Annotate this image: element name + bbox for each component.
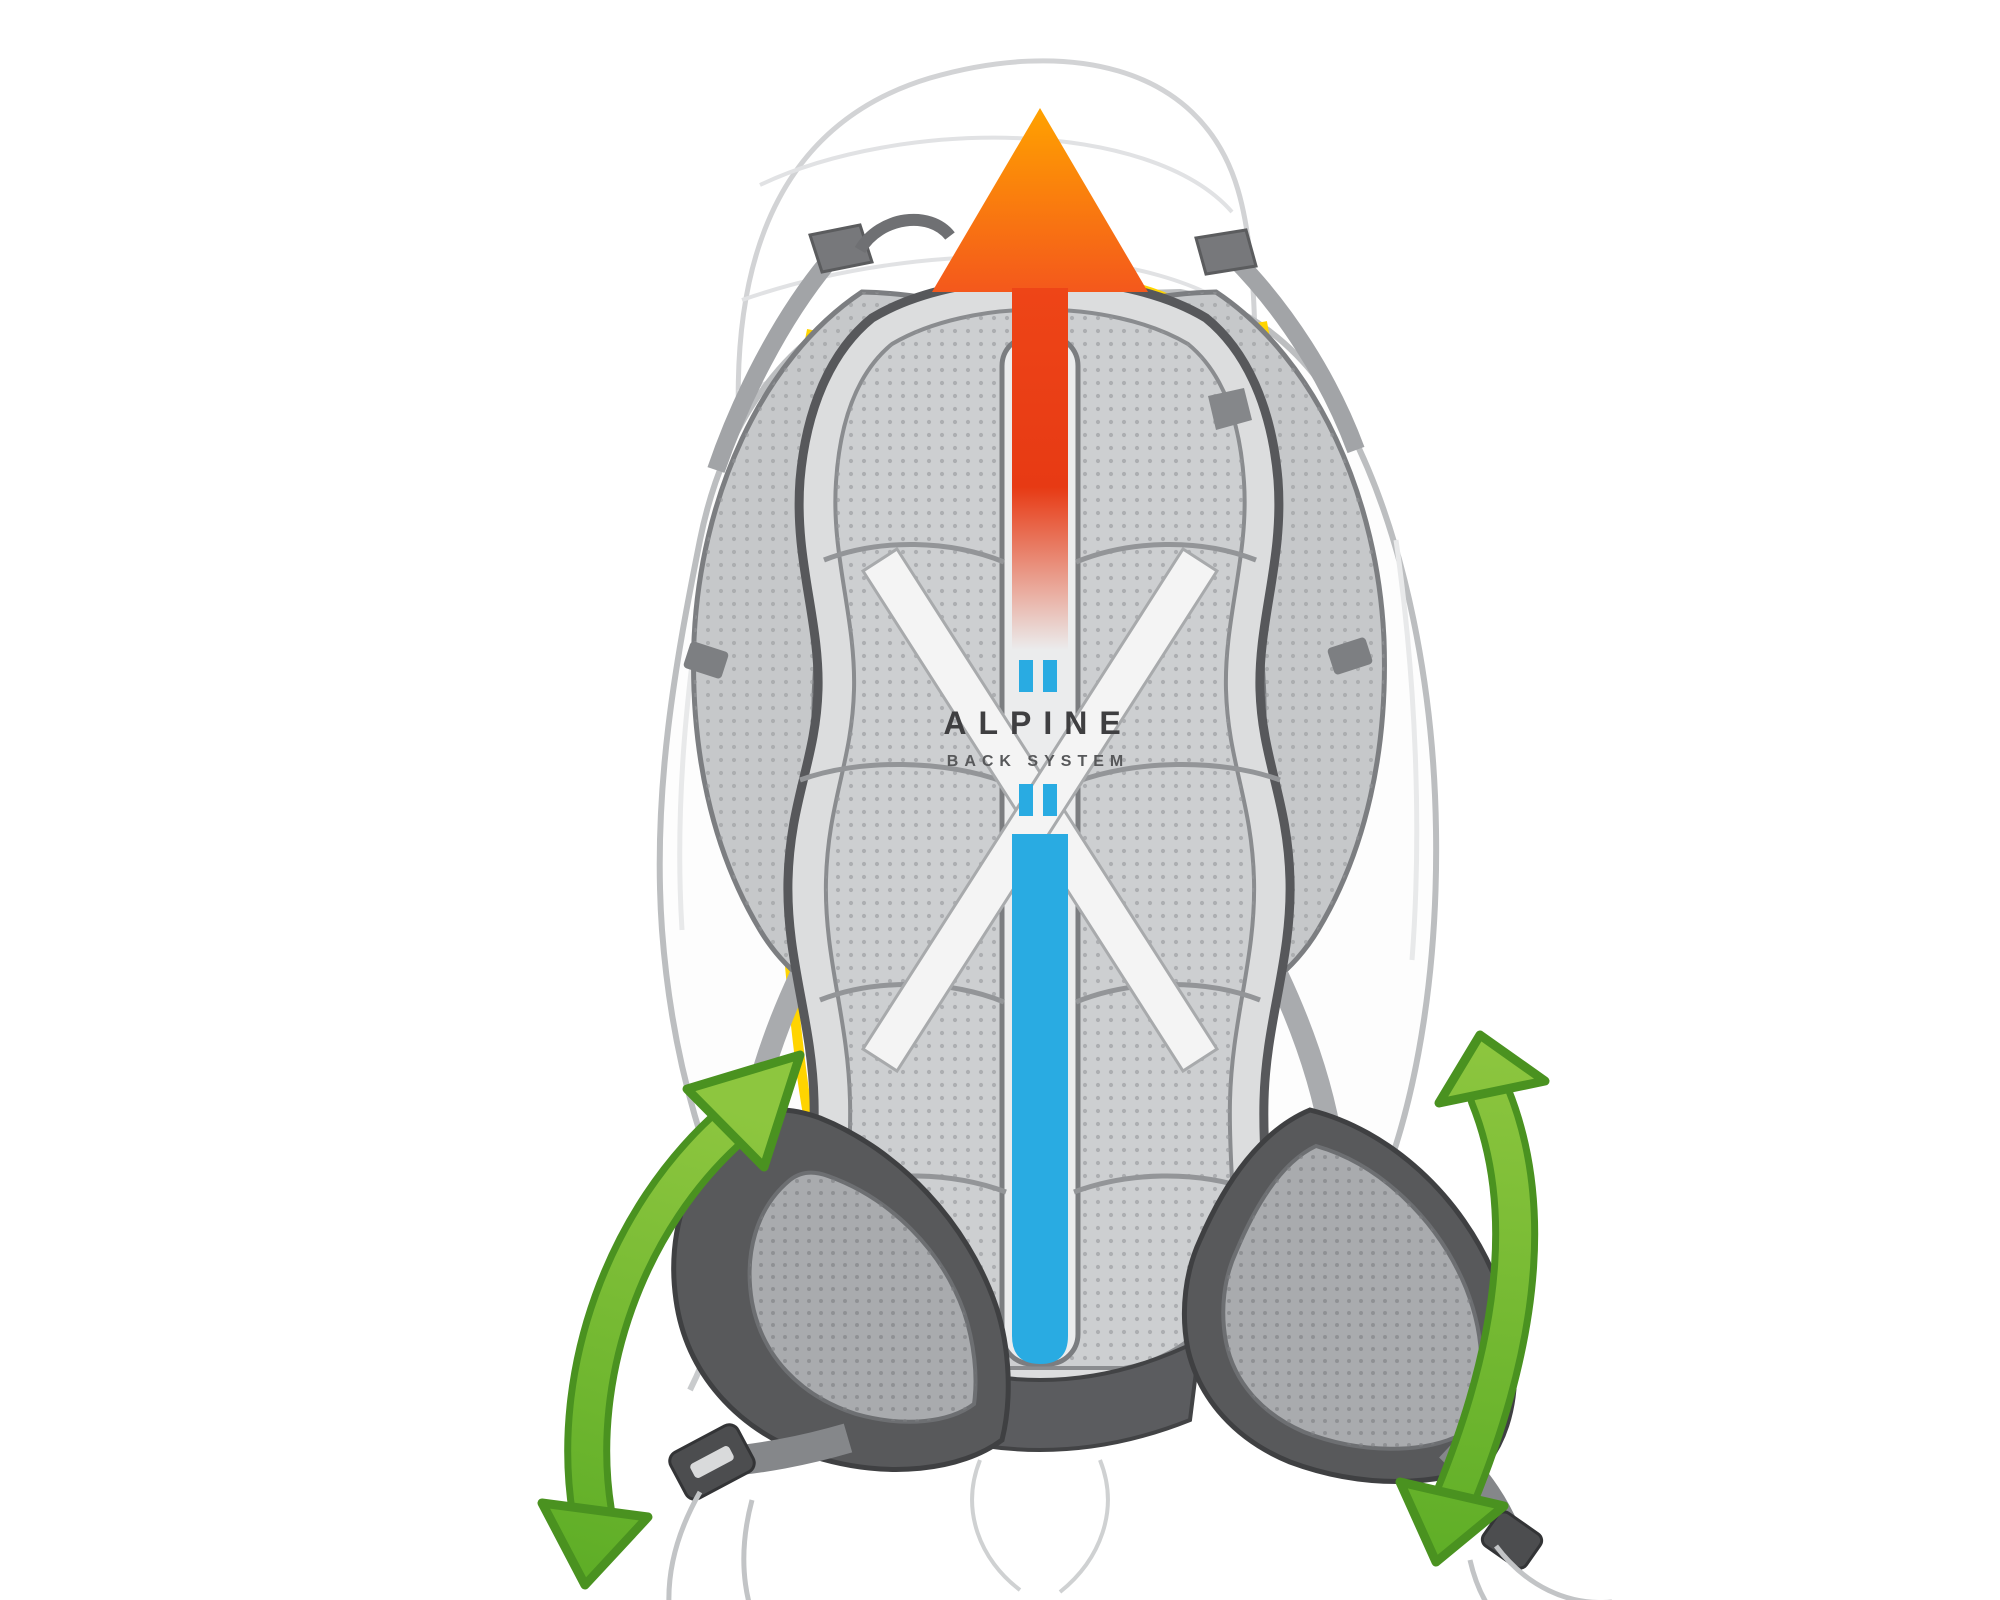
airflow-shaft-warm — [1012, 288, 1068, 650]
airflow-dashes — [1019, 660, 1057, 816]
hip-belt-buckle-right — [1480, 1510, 1544, 1570]
hip-motion-arrow-left — [537, 1050, 805, 1590]
airflow-shaft-cold — [1012, 834, 1068, 1364]
airflow-arrow: ALPINE BACK SYSTEM — [932, 108, 1148, 1364]
airflow-arrowhead — [932, 108, 1148, 292]
strap-adjuster-right — [1327, 637, 1373, 675]
lid-buckle-right — [1194, 228, 1258, 276]
hip-fins — [666, 1107, 1612, 1600]
hip-motion-arrow-right — [1395, 1030, 1550, 1567]
haul-loop — [854, 213, 955, 254]
cross-stays — [860, 546, 1220, 1074]
lid-straps — [707, 213, 1365, 473]
system-label-line1: ALPINE — [943, 705, 1132, 741]
strap-adjuster-left — [683, 641, 729, 679]
system-label-line2: BACK SYSTEM — [947, 753, 1129, 770]
panel-attachment-loop — [1208, 388, 1252, 430]
lid-buckle-left — [808, 223, 874, 274]
hip-belt-buckle-left — [668, 1423, 756, 1501]
